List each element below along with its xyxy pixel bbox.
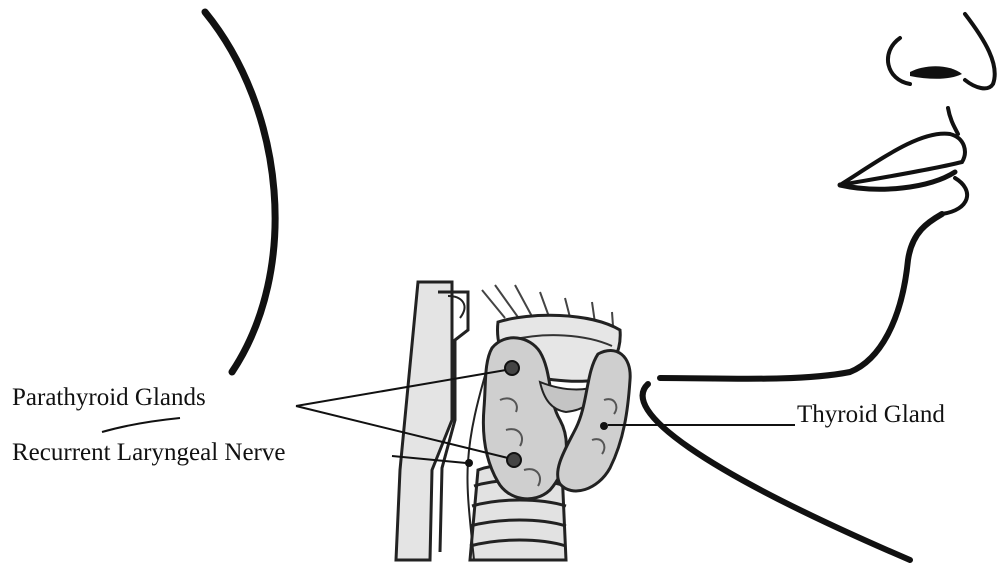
parathyroid-gland-lower [507,453,521,467]
thyroid-marker [600,422,608,430]
nerve-marker [465,459,473,467]
jaw-line [660,214,942,379]
leader-parathyroid-upper [296,370,506,406]
nostril [910,66,962,79]
skin-flap [396,282,452,560]
parathyroid-gland-upper [505,361,519,375]
label-thyroid-gland: Thyroid Gland [797,402,945,427]
head-back-outline [205,12,275,372]
neck-back-stroke [102,418,180,432]
label-recurrent-laryngeal-nerve: Recurrent Laryngeal Nerve [12,440,285,465]
label-parathyroid-glands: Parathyroid Glands [12,385,206,410]
